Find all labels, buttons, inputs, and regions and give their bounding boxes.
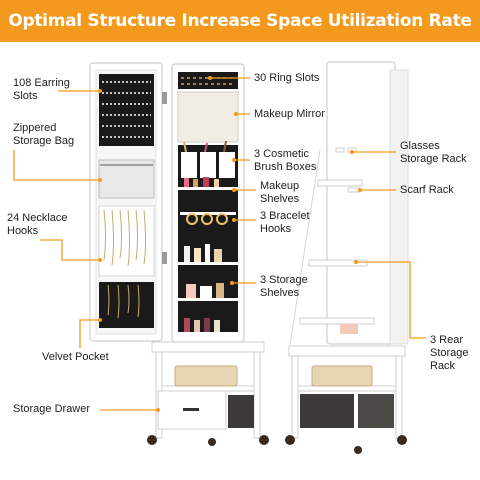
necklace-strands — [103, 209, 146, 267]
rear-fabric-bin-2 — [358, 394, 394, 428]
front-cabinet — [89, 62, 269, 446]
small-box — [340, 324, 358, 334]
label-scarf-rack: Scarf Rack — [400, 184, 454, 196]
rear-body-side — [389, 69, 409, 345]
rear-stand-top — [288, 345, 406, 357]
rear-stand-shelf — [297, 385, 397, 392]
hinge-bottom — [162, 252, 167, 264]
rear-basket — [311, 365, 373, 387]
stand-leg-right — [253, 351, 261, 439]
rear-stand-leg-left — [291, 355, 299, 439]
drawer-handle — [183, 408, 199, 411]
bracelets — [186, 213, 228, 225]
label-ring-slots: 30 Ring Slots — [254, 72, 320, 84]
banner-title: Optimal Structure Increase Space Utiliza… — [8, 11, 472, 31]
caster-wheels — [147, 435, 269, 446]
label-velvet-pocket: Velvet Pocket — [42, 351, 109, 363]
leader-zipper — [13, 150, 100, 181]
label-storage-shelves: 3 Storage Shelves — [260, 274, 308, 299]
leader-velvet — [79, 319, 100, 348]
leader-necklace — [40, 239, 100, 261]
earring-slot-panel — [99, 74, 154, 146]
ring-slot-panel — [178, 72, 238, 89]
zippered-storage-bag — [98, 159, 155, 199]
storage-shelf-2 — [178, 298, 238, 301]
storage-shelf-3 — [178, 332, 238, 335]
pocket-jewelry — [107, 284, 140, 319]
earring-slot-rows — [102, 81, 151, 138]
brush-boxes — [181, 140, 235, 178]
makeup-shelf-1 — [178, 187, 238, 190]
rear-racks — [299, 179, 375, 325]
label-necklace-hooks: 24 Necklace Hooks — [7, 212, 68, 237]
label-makeup-mirror: Makeup Mirror — [254, 108, 325, 120]
storage-basket — [174, 365, 238, 387]
leader-rear — [356, 261, 426, 339]
label-earring-slots: 108 Earring Slots — [13, 77, 70, 102]
rear-caster-wheels — [285, 435, 407, 454]
storage-shelf-1 — [178, 262, 238, 265]
title-banner: Optimal Structure Increase Space Utiliza… — [0, 0, 480, 42]
rear-stand-leg-right — [395, 355, 403, 439]
stand-shelf — [161, 385, 255, 392]
label-storage-drawer: Storage Drawer — [13, 403, 91, 415]
rear-cabinet — [285, 61, 409, 454]
label-makeup-shelves: Makeup Shelves — [260, 180, 300, 205]
rear-fabric-bin-1 — [300, 394, 354, 428]
label-glasses-rack: Glasses Storage Rack — [400, 140, 467, 165]
velvet-pocket — [99, 282, 154, 328]
makeup-items-1 — [184, 177, 219, 187]
label-rear-rack: 3 Rear Storage Rack — [430, 334, 469, 372]
label-brush-boxes: 3 Cosmetic Brush Boxes — [254, 148, 317, 173]
leader-dots — [98, 76, 362, 412]
fabric-bin — [228, 395, 254, 428]
hinge-top — [162, 92, 167, 104]
shelf-bottles — [184, 244, 224, 332]
rear-body — [326, 61, 396, 345]
makeup-mirror — [177, 91, 239, 143]
stand-top — [151, 341, 265, 353]
label-zippered-bag: Zippered Storage Bag — [13, 122, 75, 147]
leader-lines — [13, 77, 426, 411]
label-bracelet-hooks: 3 Bracelet Hooks — [260, 210, 310, 235]
